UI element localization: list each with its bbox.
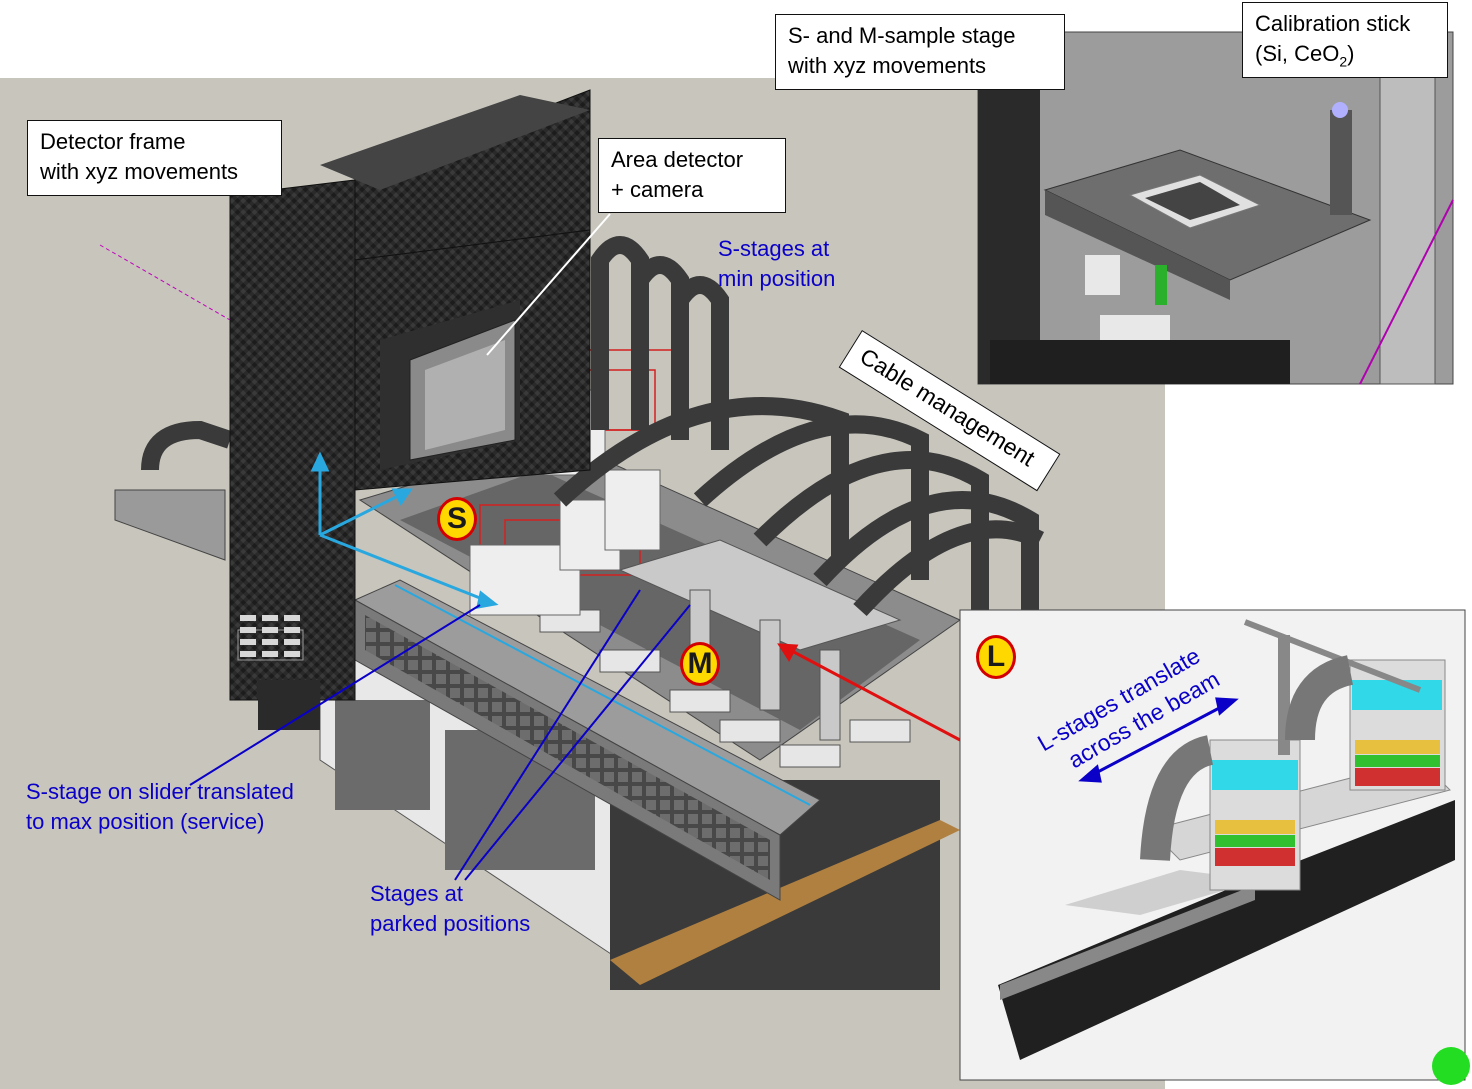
callout-sample-stage: S- and M-sample stage with xyz movements: [775, 14, 1065, 90]
callout-detector-frame: Detector frame with xyz movements: [27, 120, 282, 196]
cable-chains: [141, 236, 1045, 630]
label-s-stage-slider: S-stage on slider translated to max posi…: [26, 777, 294, 837]
label-text: Stages at: [370, 881, 463, 906]
callout-text: Calibration stick: [1255, 11, 1411, 36]
label-s-stages-min: S-stages at min position: [718, 234, 835, 294]
area-detector: [380, 300, 520, 470]
inset-sample-stage: [977, 31, 1454, 385]
callout-text: Area detector: [611, 147, 744, 172]
callout-text: with xyz movements: [788, 53, 987, 78]
callout-formula: (Si, CeO2): [1255, 39, 1435, 76]
label-text: S-stage on slider translated: [26, 779, 294, 804]
axis-arrows: [310, 451, 499, 609]
l-stage-arrow: [1078, 697, 1239, 783]
pointer-lines: [189, 589, 691, 881]
badge-s-stage: S: [437, 497, 477, 541]
callout-text: S- and M-sample stage: [788, 23, 1016, 48]
label-text: parked positions: [370, 911, 531, 936]
formula-prefix: (Si, CeO: [1255, 41, 1340, 66]
callout-text: + camera: [611, 177, 704, 202]
badge-l-stage: L: [976, 635, 1016, 679]
callout-text: Detector frame: [40, 129, 186, 154]
slider-rail: [114, 489, 821, 901]
callout-calibration-stick: Calibration stick (Si, CeO2): [1242, 2, 1448, 78]
vent-grille: [240, 615, 300, 657]
formula-suffix: ): [1347, 41, 1355, 66]
status-dot: [1432, 1047, 1470, 1085]
label-text: min position: [718, 266, 836, 291]
callout-text: with xyz movements: [40, 159, 239, 184]
callout-area-detector: Area detector + camera: [598, 138, 786, 213]
beam-arrow: [777, 643, 961, 742]
label-text: S-stages at: [718, 236, 830, 261]
formula-subscript: 2: [1339, 53, 1348, 70]
badge-m-stage: M: [680, 642, 720, 686]
inset-l-stages: [959, 609, 1466, 1081]
label-text: to max position (service): [26, 809, 265, 834]
label-stages-parked: Stages at parked positions: [370, 879, 530, 939]
